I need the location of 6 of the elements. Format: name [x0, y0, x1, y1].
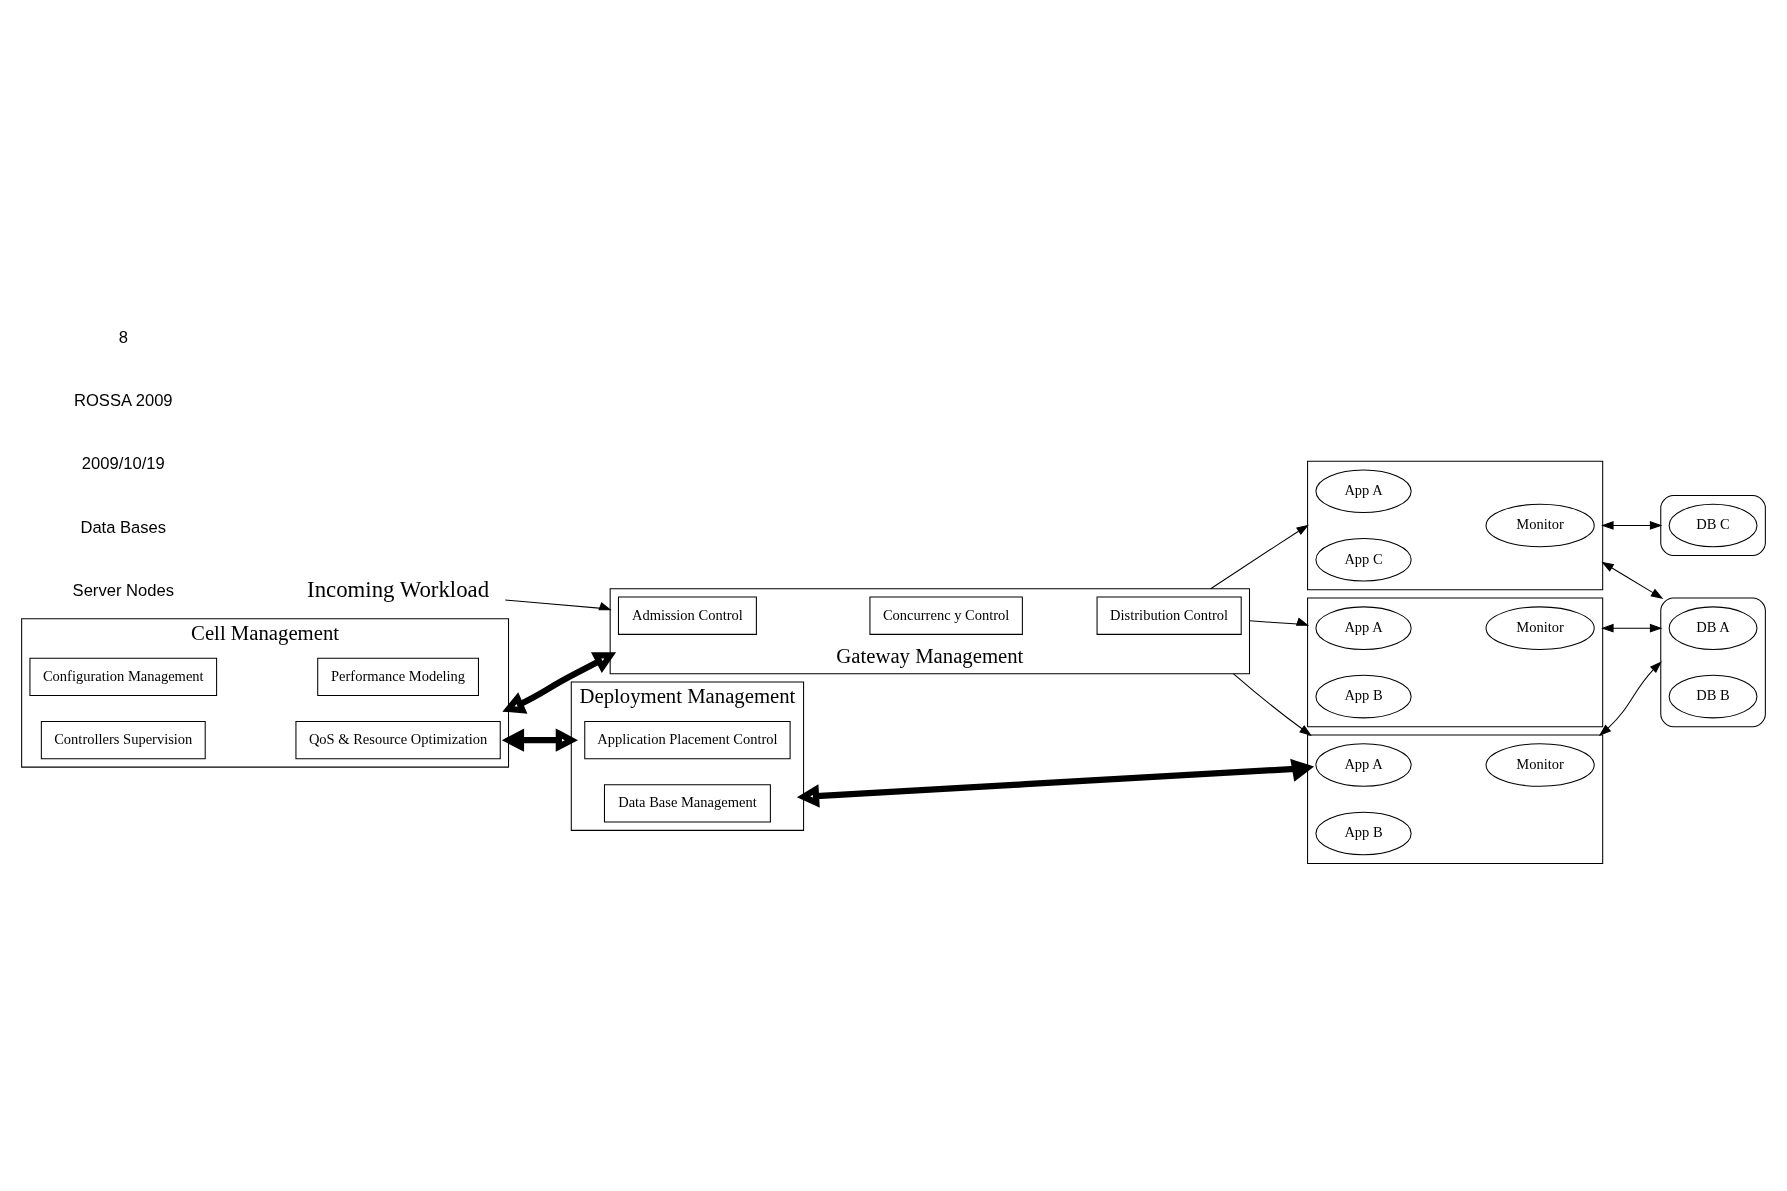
node-text: Incoming Workload [307, 576, 490, 602]
label: 2009/10/19 [81, 453, 165, 473]
label: ROSSA 2009 [73, 390, 173, 410]
label: 8 [118, 327, 128, 347]
label: Server Nodes [72, 580, 174, 600]
label: Data Bases [80, 517, 167, 537]
